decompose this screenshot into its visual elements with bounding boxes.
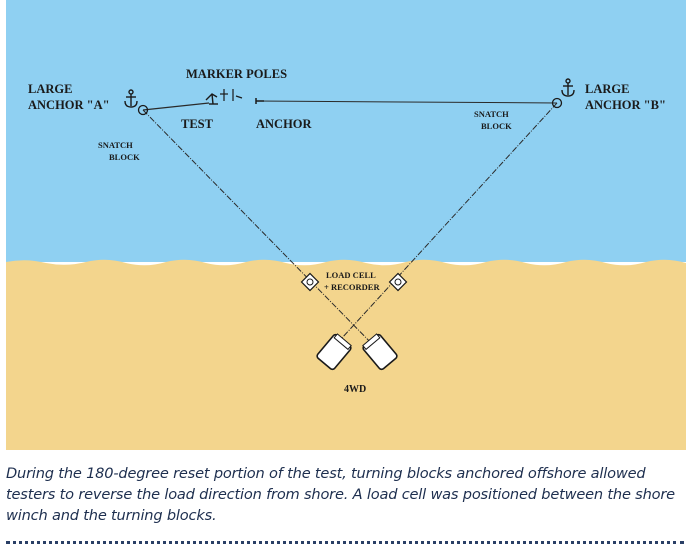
anchor-b-icon xyxy=(561,78,575,97)
load-cell-label-line2: + RECORDER xyxy=(324,282,380,292)
snatch-block-a-label-line2: BLOCK xyxy=(109,152,140,162)
vehicle-label: 4WD xyxy=(344,384,366,395)
load-cell-left xyxy=(300,272,320,292)
snatch-block-b-label-line2: BLOCK xyxy=(481,121,512,131)
load-cell-label-line1: LOAD CELL xyxy=(326,270,376,280)
diagram-canvas: LARGE ANCHOR "A" LARGE ANCHOR "B" MARKER… xyxy=(6,0,686,450)
rope-anchor-b-to-test xyxy=(255,100,558,104)
snatch-block-a-label-line1: SNATCH xyxy=(98,140,133,150)
marker-poles-label: MARKER POLES xyxy=(186,67,287,81)
winch-line-right xyxy=(330,102,558,351)
winch-line-left xyxy=(142,109,379,351)
marker-poles-icon xyxy=(220,89,243,101)
anchor-a-icon xyxy=(124,89,138,108)
anchor-label: ANCHOR xyxy=(256,117,313,131)
test-anchor-icon xyxy=(205,93,218,105)
anchor-b-label-line2: ANCHOR "B" xyxy=(585,98,666,112)
test-label: TEST xyxy=(181,117,214,131)
anchor-a-label-line1: LARGE xyxy=(28,82,72,96)
anchor-b-label-line1: LARGE xyxy=(585,82,629,96)
load-cell-right xyxy=(388,272,408,292)
vehicle-left xyxy=(316,333,352,371)
water-area xyxy=(6,0,686,262)
anchor-a-label-line2: ANCHOR "A" xyxy=(28,98,110,112)
snatch-block-a xyxy=(137,104,149,116)
caption-divider xyxy=(6,541,684,544)
figure-caption: During the 180-degree reset portion of t… xyxy=(6,465,675,524)
test-setup-diagram: LARGE ANCHOR "A" LARGE ANCHOR "B" MARKER… xyxy=(6,0,686,450)
snatch-block-b-label-line1: SNATCH xyxy=(474,109,509,119)
vehicle-right xyxy=(362,333,398,371)
rope-anchor-a-to-test xyxy=(142,102,210,111)
snatch-block-b xyxy=(551,97,563,109)
reference-anchor-icon xyxy=(255,98,264,104)
